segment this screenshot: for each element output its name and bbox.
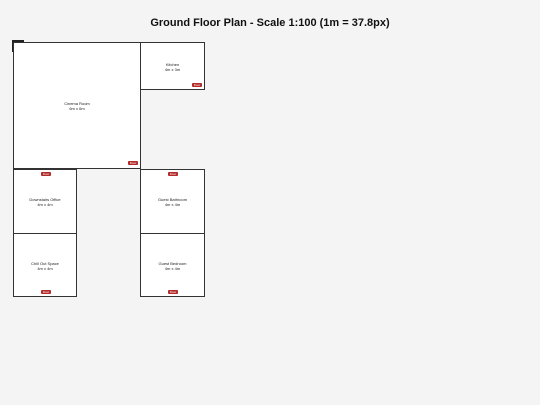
page-title: Ground Floor Plan - Scale 1:100 (1m = 37… (150, 17, 390, 29)
room-bedroom-label: Guest Bedroom 4m x 4m (141, 261, 204, 271)
room-office-label: Downstairs Office 4m x 4m (14, 197, 76, 207)
door-downstairs-office[interactable]: Door (41, 172, 51, 176)
room-chillout-name: Chill Out Space (31, 261, 59, 266)
room-cinema-size: 6m x 6m (69, 106, 85, 111)
room-chill-out-space[interactable]: Chill Out Space 4m x 4m Door (13, 233, 77, 297)
room-office-name: Downstairs Office (29, 197, 61, 202)
room-kitchen[interactable]: Kitchen 4m x 3m Door (140, 42, 205, 90)
door-guest-bedroom[interactable]: Door (168, 290, 178, 294)
room-bathroom-label: Guest Bathroom 4m x 4m (141, 197, 204, 207)
door-cinema[interactable]: Door (128, 161, 138, 165)
room-bedroom-name: Guest Bedroom (158, 261, 187, 266)
door-kitchen[interactable]: Door (192, 83, 202, 87)
room-bathroom-size: 4m x 4m (164, 202, 181, 207)
room-cinema-label: Cinema Room 6m x 6m (14, 101, 140, 111)
room-kitchen-name: Kitchen (165, 62, 180, 67)
room-bathroom-name: Guest Bathroom (157, 197, 188, 202)
room-kitchen-size: 4m x 3m (164, 67, 181, 72)
room-cinema-name: Cinema Room (64, 101, 90, 106)
room-office-size: 4m x 4m (37, 202, 53, 207)
room-guest-bedroom[interactable]: Guest Bedroom 4m x 4m Door (140, 233, 205, 297)
room-chillout-label: Chill Out Space 4m x 4m (14, 261, 76, 271)
room-kitchen-label: Kitchen 4m x 3m (141, 62, 204, 72)
room-guest-bathroom[interactable]: Door Guest Bathroom 4m x 4m (140, 169, 205, 234)
door-chill-out-space[interactable]: Door (41, 290, 51, 294)
room-cinema[interactable]: Cinema Room 6m x 6m Door (13, 42, 141, 169)
door-guest-bathroom[interactable]: Door (168, 172, 178, 176)
room-chillout-size: 4m x 4m (37, 266, 53, 271)
room-bedroom-size: 4m x 4m (164, 266, 181, 271)
room-downstairs-office[interactable]: Door Downstairs Office 4m x 4m (13, 169, 77, 234)
